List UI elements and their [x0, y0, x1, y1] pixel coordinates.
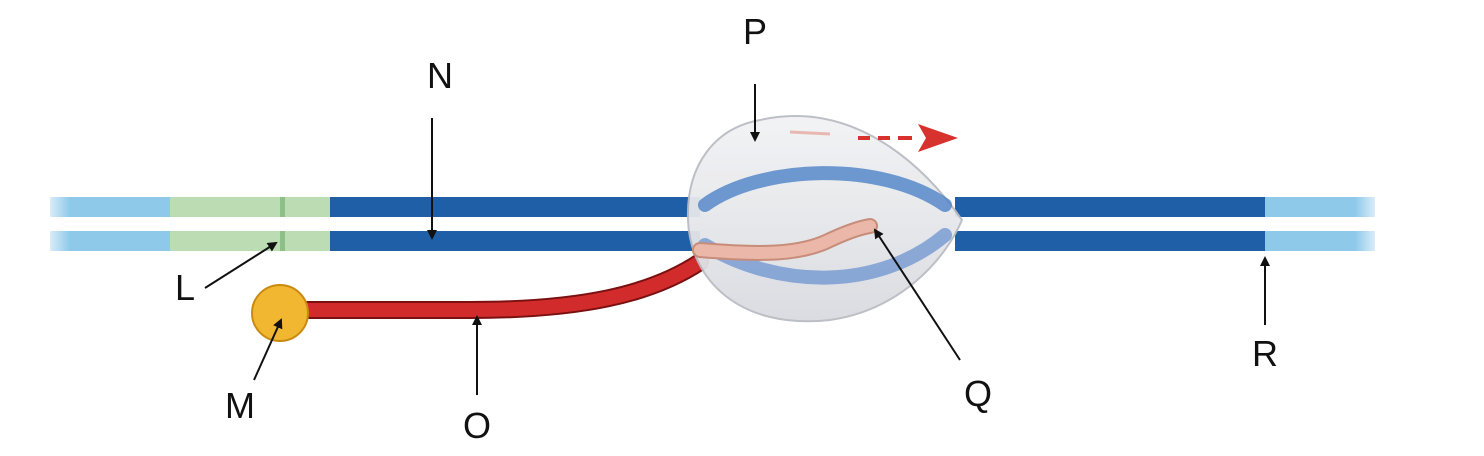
- dna-bottom-dark-left: [330, 231, 700, 251]
- rna-polymerase: [686, 115, 964, 323]
- label-Q: Q: [964, 373, 992, 414]
- dna-bottom-dark-right: [955, 231, 1265, 251]
- label-O: O: [463, 405, 491, 446]
- nascent-rna: [694, 220, 876, 259]
- label-N: N: [427, 55, 453, 96]
- dna-top-dark-right: [955, 197, 1265, 217]
- unwound-strand-upper: [698, 166, 952, 212]
- dna-template-strand-top: [50, 197, 1375, 217]
- strand-fade-right: [1355, 190, 1385, 260]
- label-L: L: [175, 267, 195, 308]
- label-R: R: [1252, 333, 1278, 374]
- pointer-L: [204, 241, 278, 289]
- label-M: M: [225, 385, 255, 426]
- dna-bottom-light-left: [50, 231, 170, 251]
- dna-top-light-right: [1265, 197, 1375, 217]
- promoter-bottom-divider: [280, 231, 285, 251]
- promoter-bottom: [170, 231, 330, 251]
- pointer-M: [253, 318, 283, 381]
- promoter-top: [170, 197, 330, 217]
- dna-coding-strand-bottom: [50, 231, 1375, 251]
- dna-top-light-left: [50, 197, 170, 217]
- polymerase-highlight: [789, 130, 831, 136]
- polymerase-body: [686, 115, 964, 323]
- direction-arrow: [858, 124, 958, 152]
- mrna-strand: [275, 255, 707, 317]
- arrow-head: [918, 124, 958, 152]
- five-prime-cap: [251, 284, 309, 342]
- dna-bottom-light-right: [1265, 231, 1375, 251]
- promoter-top-divider: [280, 197, 285, 217]
- strand-fade-left: [40, 190, 70, 260]
- dna-top-dark-left: [330, 197, 700, 217]
- label-P: P: [743, 11, 767, 52]
- pointer-Q: [873, 228, 961, 361]
